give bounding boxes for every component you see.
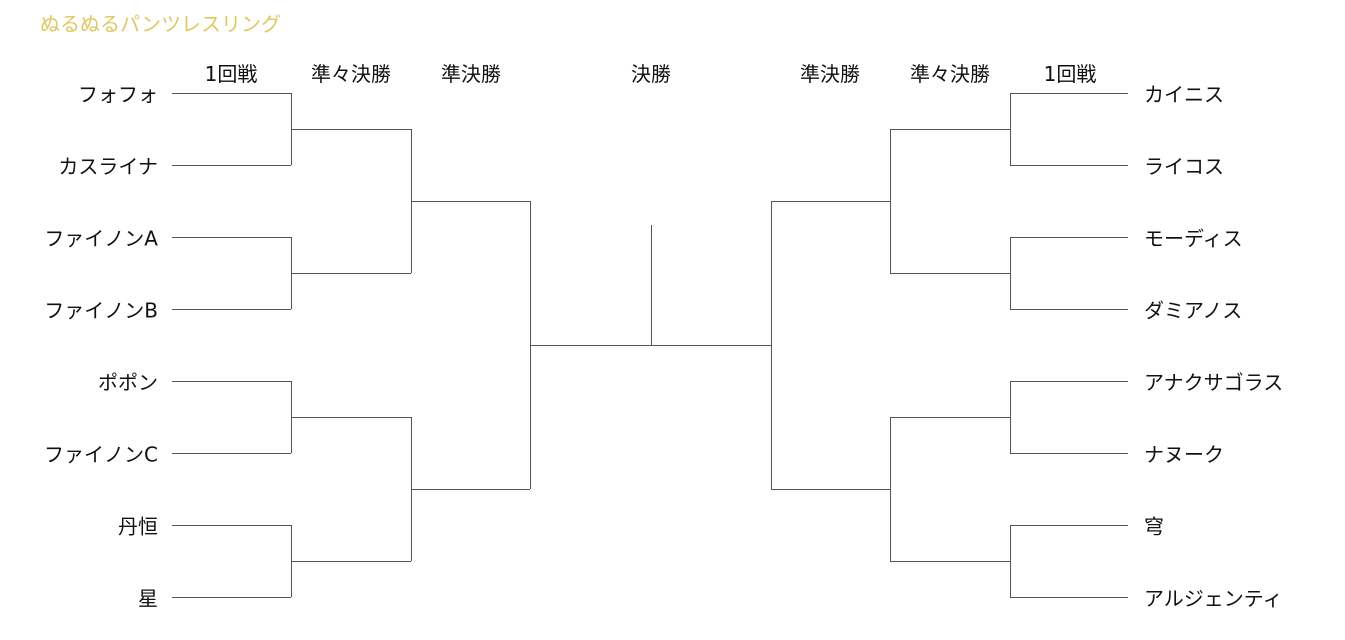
right-player-name: カイニス xyxy=(1144,82,1224,107)
round-header-final: 決勝 xyxy=(631,62,671,86)
page-title: ぬるぬるパンツレスリング xyxy=(40,12,281,36)
left-player-name: ファイノンB xyxy=(44,298,158,323)
round-header-right-1: 1回戦 xyxy=(1043,62,1097,86)
left-player-name: ファイノンC xyxy=(44,442,158,467)
round-header-left-2: 準々決勝 xyxy=(311,62,391,86)
round-header-right-2: 準々決勝 xyxy=(910,62,990,86)
right-player-name: 穹 xyxy=(1144,514,1164,539)
right-player-name: アナクサゴラス xyxy=(1144,370,1284,395)
left-player-name: 星 xyxy=(138,586,158,611)
round-header-left-1: 1回戦 xyxy=(204,62,258,86)
right-player-name: ライコス xyxy=(1144,154,1224,179)
round-header-left-3: 準決勝 xyxy=(441,62,501,86)
right-player-name: ダミアノス xyxy=(1144,298,1243,323)
left-player-name: フォフォ xyxy=(78,82,158,107)
left-player-name: カスライナ xyxy=(58,154,158,179)
left-player-name: 丹恒 xyxy=(118,514,158,539)
left-player-name: ファイノンA xyxy=(44,226,158,251)
round-header-right-3: 準決勝 xyxy=(800,62,860,86)
right-player-name: ナヌーク xyxy=(1144,442,1224,467)
left-player-name: ポポン xyxy=(98,370,158,395)
right-player-name: モーディス xyxy=(1144,226,1243,251)
right-player-name: アルジェンティ xyxy=(1144,586,1283,611)
